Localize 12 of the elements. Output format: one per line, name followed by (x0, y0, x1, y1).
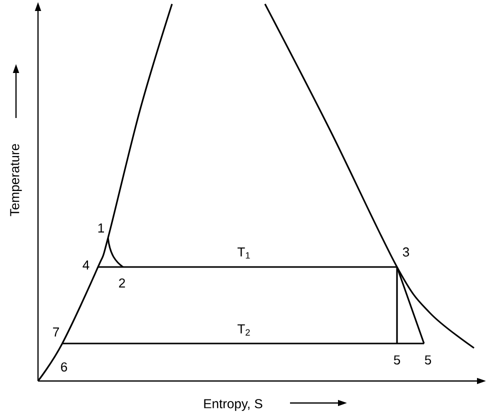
point-label: 2 (119, 278, 125, 288)
axis-title: Temperature (10, 144, 22, 216)
axis-title: Entropy, S (204, 399, 262, 411)
point-label: 6 (61, 362, 68, 372)
temperature-label: T$_{1}$ (238, 247, 250, 259)
point-label: 4 (82, 260, 90, 270)
point-label: 1 (98, 224, 104, 232)
point-label: 3 (402, 247, 410, 257)
temperature-label: T$_{2}$ (238, 324, 250, 336)
point-label: 5 (394, 355, 400, 365)
point-label: 5 (424, 355, 432, 365)
point-label: 7 (53, 328, 59, 336)
